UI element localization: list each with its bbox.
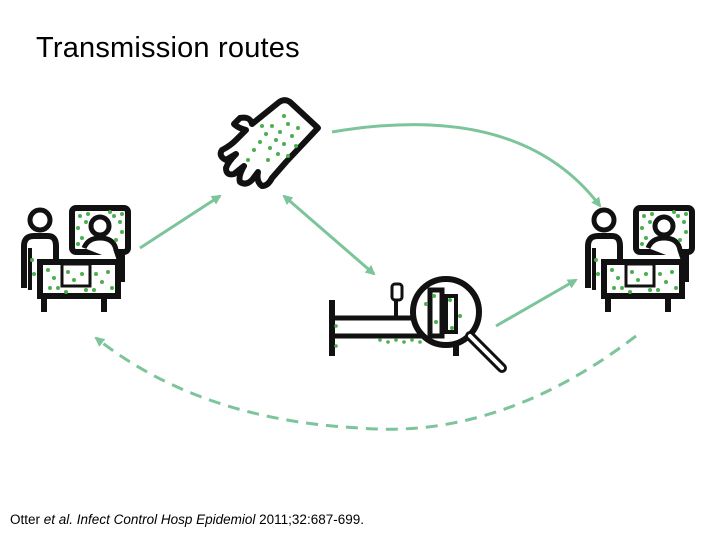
arrow-indirect-return-dashed bbox=[94, 334, 637, 431]
arrow-environment-to-right-patient bbox=[495, 278, 578, 328]
right-patient-in-bed-icon bbox=[588, 208, 692, 312]
arrow-hand-bed-bidirectional bbox=[282, 194, 376, 276]
citation-journal: Infect Control Hosp Epidemiol bbox=[73, 512, 256, 527]
slide-title: Transmission routes bbox=[36, 32, 300, 64]
citation-author: Otter bbox=[10, 512, 41, 527]
arrow-hand-to-right-patient bbox=[331, 123, 602, 208]
arrow-patient-to-hand bbox=[139, 194, 222, 250]
citation: Otter et al. Infect Control Hosp Epidemi… bbox=[10, 512, 364, 527]
left-patient-in-bed-icon bbox=[24, 208, 128, 312]
magnifying-glass-icon bbox=[410, 276, 507, 373]
contaminated-hand-icon bbox=[217, 97, 321, 189]
citation-details: 2011;32:687-699. bbox=[255, 512, 364, 527]
citation-etal: et al. bbox=[40, 512, 74, 527]
transmission-arrows bbox=[94, 123, 637, 431]
